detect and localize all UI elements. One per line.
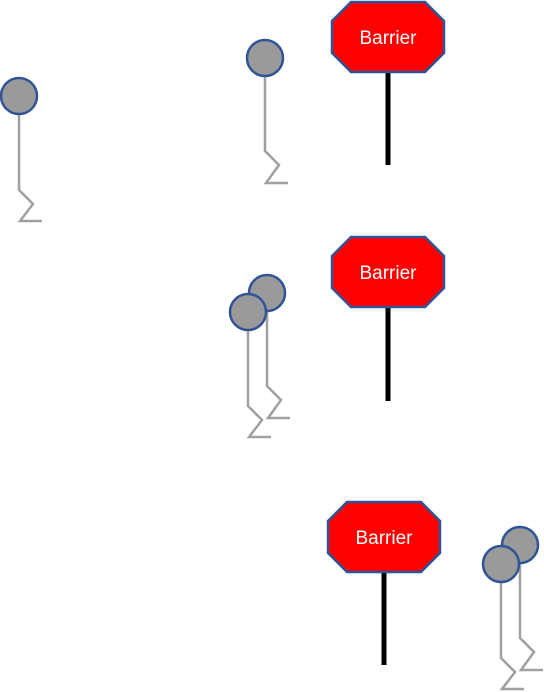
person-body [518, 563, 543, 672]
barrier-label: Barrier [359, 28, 417, 49]
person [0, 76, 42, 223]
person-body [499, 582, 524, 691]
barrier-label: Barrier [355, 528, 413, 549]
person [228, 292, 271, 439]
barrier-sign: Barrier [330, 235, 446, 401]
person-body [263, 76, 288, 185]
barrier-octagon [330, 235, 446, 309]
person-body [17, 114, 42, 223]
person-head [245, 38, 285, 78]
person [481, 544, 524, 691]
barrier-octagon [330, 0, 446, 74]
person-head [481, 544, 521, 584]
barrier-octagon [326, 500, 442, 574]
person-head [0, 76, 39, 116]
barrier-label: Barrier [359, 263, 417, 284]
person [245, 38, 288, 185]
person-head [228, 292, 268, 332]
barrier-sign: Barrier [330, 0, 446, 165]
person-body [265, 311, 290, 420]
barrier-sign: Barrier [326, 500, 442, 665]
panel-1: Barrier [0, 0, 446, 223]
person-body [246, 330, 271, 439]
panel-2: Barrier [228, 235, 446, 439]
panel-3: Barrier [326, 500, 543, 691]
